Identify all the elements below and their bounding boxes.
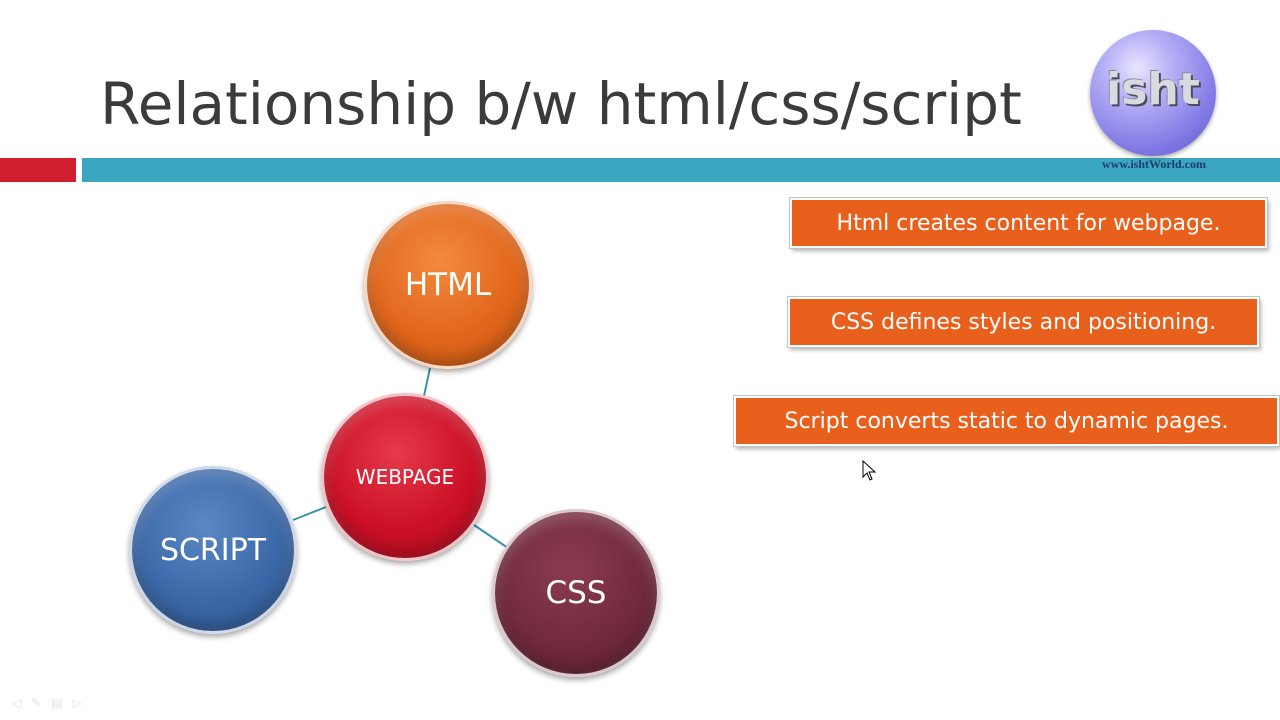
title-accent-bar-teal — [82, 158, 1280, 182]
prev-icon[interactable]: ◁ — [12, 696, 22, 710]
node-script: SCRIPT — [129, 466, 297, 634]
isht-logo: isht — [1090, 30, 1216, 156]
callout-html: Html creates content for webpage. — [789, 197, 1268, 249]
menu-icon[interactable]: ▤ — [51, 696, 63, 710]
node-webpage: WEBPAGE — [321, 393, 489, 561]
pen-icon[interactable]: ✎ — [31, 696, 42, 710]
mouse-cursor-icon — [862, 460, 877, 481]
node-html: HTML — [364, 201, 532, 369]
logo-text: isht — [1106, 63, 1200, 115]
node-webpage-label: WEBPAGE — [355, 465, 455, 489]
connector-html-webpage — [423, 367, 431, 397]
node-script-label: SCRIPT — [159, 532, 267, 568]
callout-script: Script converts static to dynamic pages. — [733, 395, 1280, 447]
title-accent-bar-red — [0, 158, 76, 182]
node-css: CSS — [492, 509, 660, 677]
logo-url: www.ishtWorld.com — [1101, 157, 1206, 171]
slide-title: Relationship b/w html/css/script — [100, 70, 1022, 138]
callout-css: CSS defines styles and positioning. — [787, 296, 1260, 348]
connector-css-webpage — [473, 524, 509, 549]
connector-script-webpage — [292, 506, 327, 521]
node-html-label: HTML — [404, 267, 492, 303]
slideshow-controls[interactable]: ◁ ✎ ▤ ▷ — [12, 696, 82, 710]
next-icon[interactable]: ▷ — [72, 696, 82, 710]
node-css-label: CSS — [545, 575, 607, 611]
